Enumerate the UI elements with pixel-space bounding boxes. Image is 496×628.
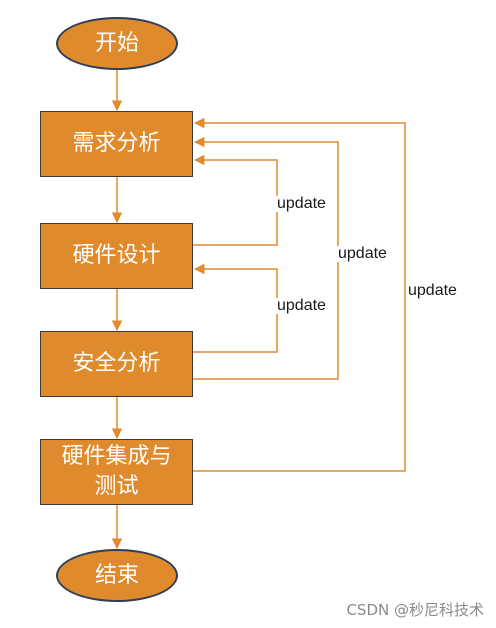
watermark: CSDN @秒尼科技术 [346,601,484,619]
requirements-analysis-node: 需求分析 [40,111,193,177]
update-label-safety-to-requirements: update [337,245,388,262]
feedback-hardware-design-to-requirements [193,154,278,246]
hardware-design-label: 硬件设计 [72,243,161,269]
integration-testing-node: 硬件集成与 测试 [40,439,193,505]
update-label-hardware-to-requirements: update [276,195,327,212]
feedback-integration-to-requirements [193,117,406,472]
end-node: 结束 [56,549,178,602]
safety-analysis-node: 安全分析 [40,331,193,397]
hardware-design-node: 硬件设计 [40,223,193,289]
safety-analysis-label: 安全分析 [72,351,161,377]
end-node-label: 结束 [94,562,139,588]
integration-testing-label: 硬件集成与 测试 [61,444,172,499]
start-node: 开始 [56,17,178,70]
feedback-safety-to-hardware-design [193,263,278,353]
feedback-safety-to-requirements [193,136,339,380]
requirements-analysis-label: 需求分析 [72,131,161,157]
update-label-integration-to-requirements: update [407,282,458,299]
update-label-safety-to-hardware: update [276,297,327,314]
start-node-label: 开始 [94,30,139,56]
